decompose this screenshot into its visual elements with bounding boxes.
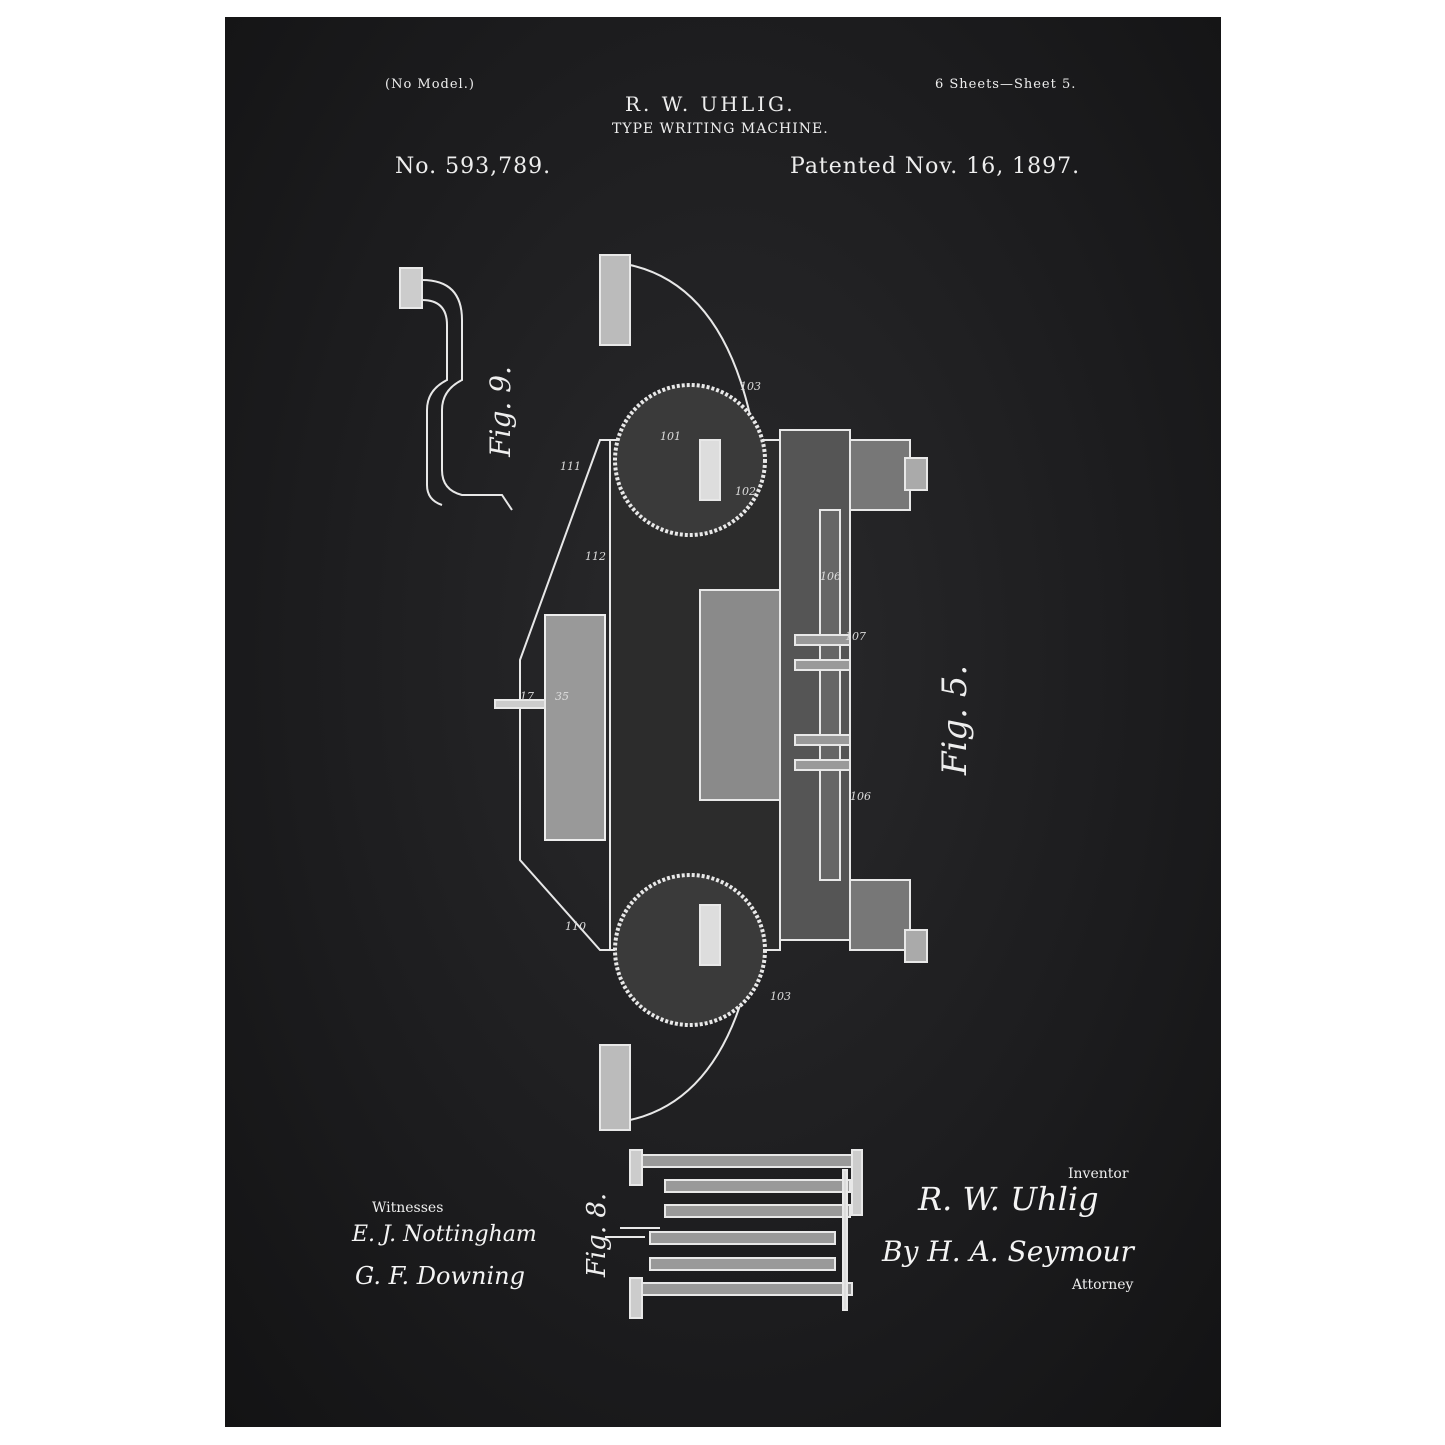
svg-text:102: 102 <box>735 485 756 498</box>
model-note: (No Model.) <box>385 77 475 92</box>
svg-text:35: 35 <box>555 690 569 703</box>
svg-text:110: 110 <box>565 920 586 933</box>
fig8-drawing <box>605 1149 863 1319</box>
svg-text:111: 111 <box>560 460 581 473</box>
fig5-drawing: 103 101 102 111 112 17 35 106 107 106 103 110 <box>494 254 928 1131</box>
svg-text:17: 17 <box>520 690 534 703</box>
attorney-label: Attorney <box>1072 1277 1134 1293</box>
fig9-label: Fig. 9. <box>483 366 517 457</box>
witnesses-label: Witnesses <box>372 1200 444 1216</box>
svg-text:103: 103 <box>770 990 791 1003</box>
fig9-drawing <box>399 267 513 511</box>
svg-text:103: 103 <box>740 380 761 393</box>
patent-title: TYPE WRITING MACHINE. <box>612 121 829 137</box>
attorney-signature: By H. A. Seymour <box>882 1235 1134 1268</box>
svg-text:112: 112 <box>585 550 606 563</box>
witness-2-signature: G. F. Downing <box>355 1262 525 1290</box>
fig5-label: Fig. 5. <box>935 664 976 776</box>
svg-text:101: 101 <box>660 430 681 443</box>
svg-text:106: 106 <box>850 790 871 803</box>
inventor-label: Inventor <box>1068 1166 1129 1182</box>
inventor-name: R. W. UHLIG. <box>625 92 796 116</box>
inventor-signature: R. W. Uhlig <box>918 1180 1099 1218</box>
svg-text:106: 106 <box>820 570 841 583</box>
witness-1-signature: E. J. Nottingham <box>352 1222 537 1247</box>
svg-text:107: 107 <box>845 630 866 643</box>
patent-date: Patented Nov. 16, 1897. <box>790 154 1081 179</box>
fig8-label: Fig. 8. <box>582 1192 613 1278</box>
sheet-count: 6 Sheets—Sheet 5. <box>935 77 1077 92</box>
patent-number: No. 593,789. <box>395 154 552 179</box>
